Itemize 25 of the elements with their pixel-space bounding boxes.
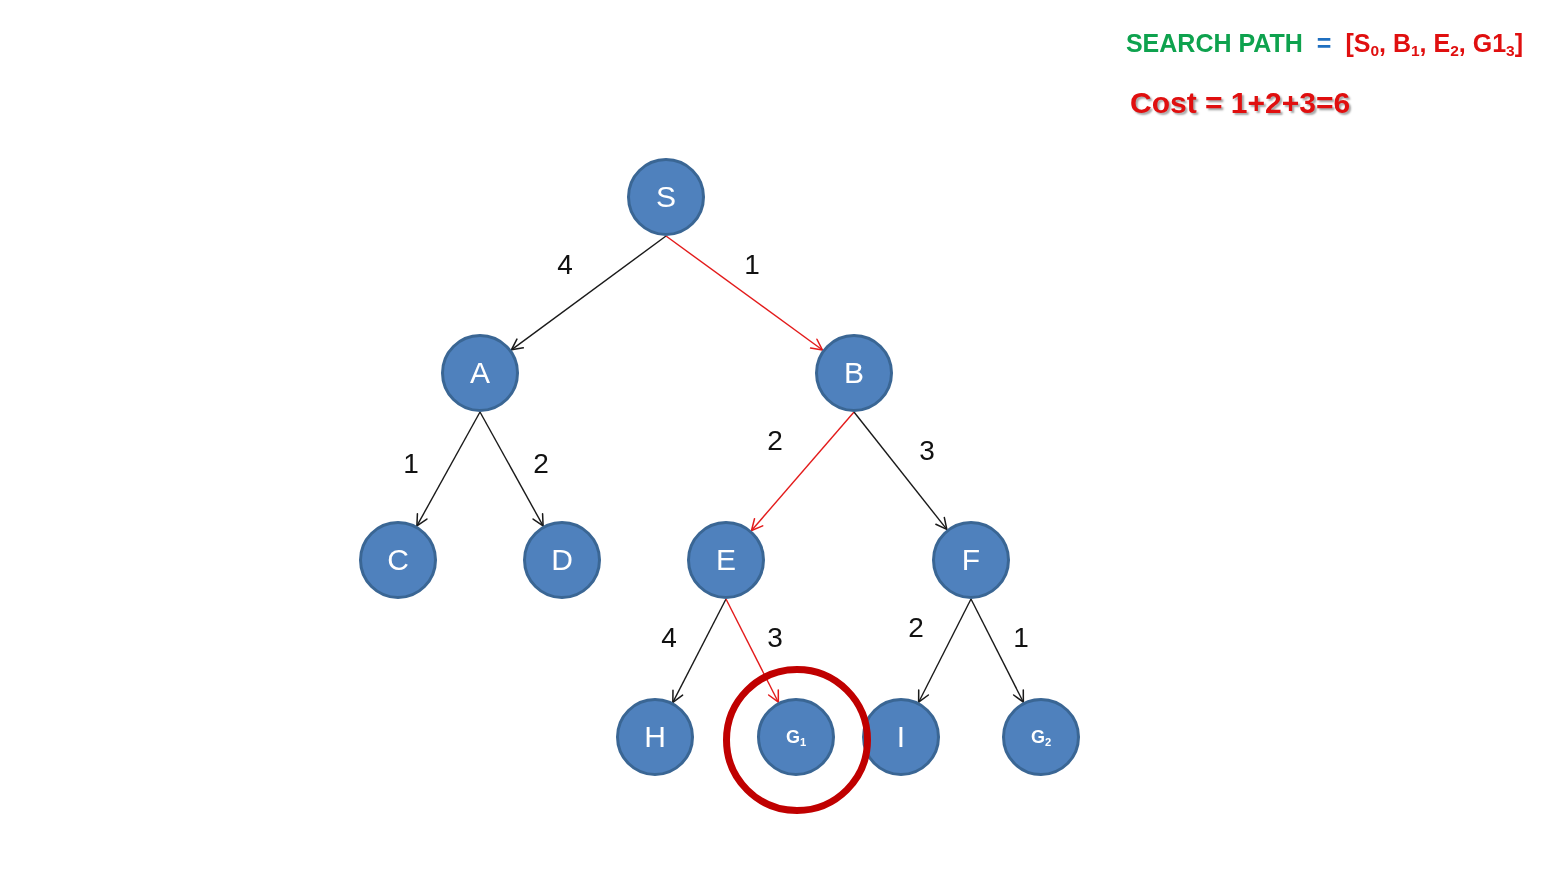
state-node: F [932, 521, 1010, 599]
state-node: E [687, 521, 765, 599]
arrow [853, 411, 948, 531]
state-node: G$_{1}$ [757, 698, 835, 776]
highlight-ring [723, 666, 871, 814]
arrow [917, 598, 972, 703]
equals-sign: = [1316, 30, 1332, 58]
state-node: D [523, 521, 601, 599]
arrow [725, 598, 780, 703]
arrow [416, 411, 481, 527]
cost-formula: Cost = 1+2+3=6 [1130, 86, 1351, 119]
state-node: H [616, 698, 694, 776]
arrow [970, 598, 1025, 703]
state-node: A [441, 334, 519, 412]
state-node: G$_{2}$ [1002, 698, 1080, 776]
arrow [479, 411, 544, 527]
search-path-list: [S$_{0}$, B$_{1}$, E$_{2}$, G1$_{3}$] [1345, 30, 1523, 58]
arrow [665, 235, 824, 351]
state-node: C [359, 521, 437, 599]
arrow [750, 411, 855, 532]
arrow [510, 235, 667, 351]
search-path-label: SEARCH PATH [1125, 30, 1303, 58]
arrow [672, 598, 727, 704]
state-node: S [627, 158, 705, 236]
state-node: B [815, 334, 893, 412]
